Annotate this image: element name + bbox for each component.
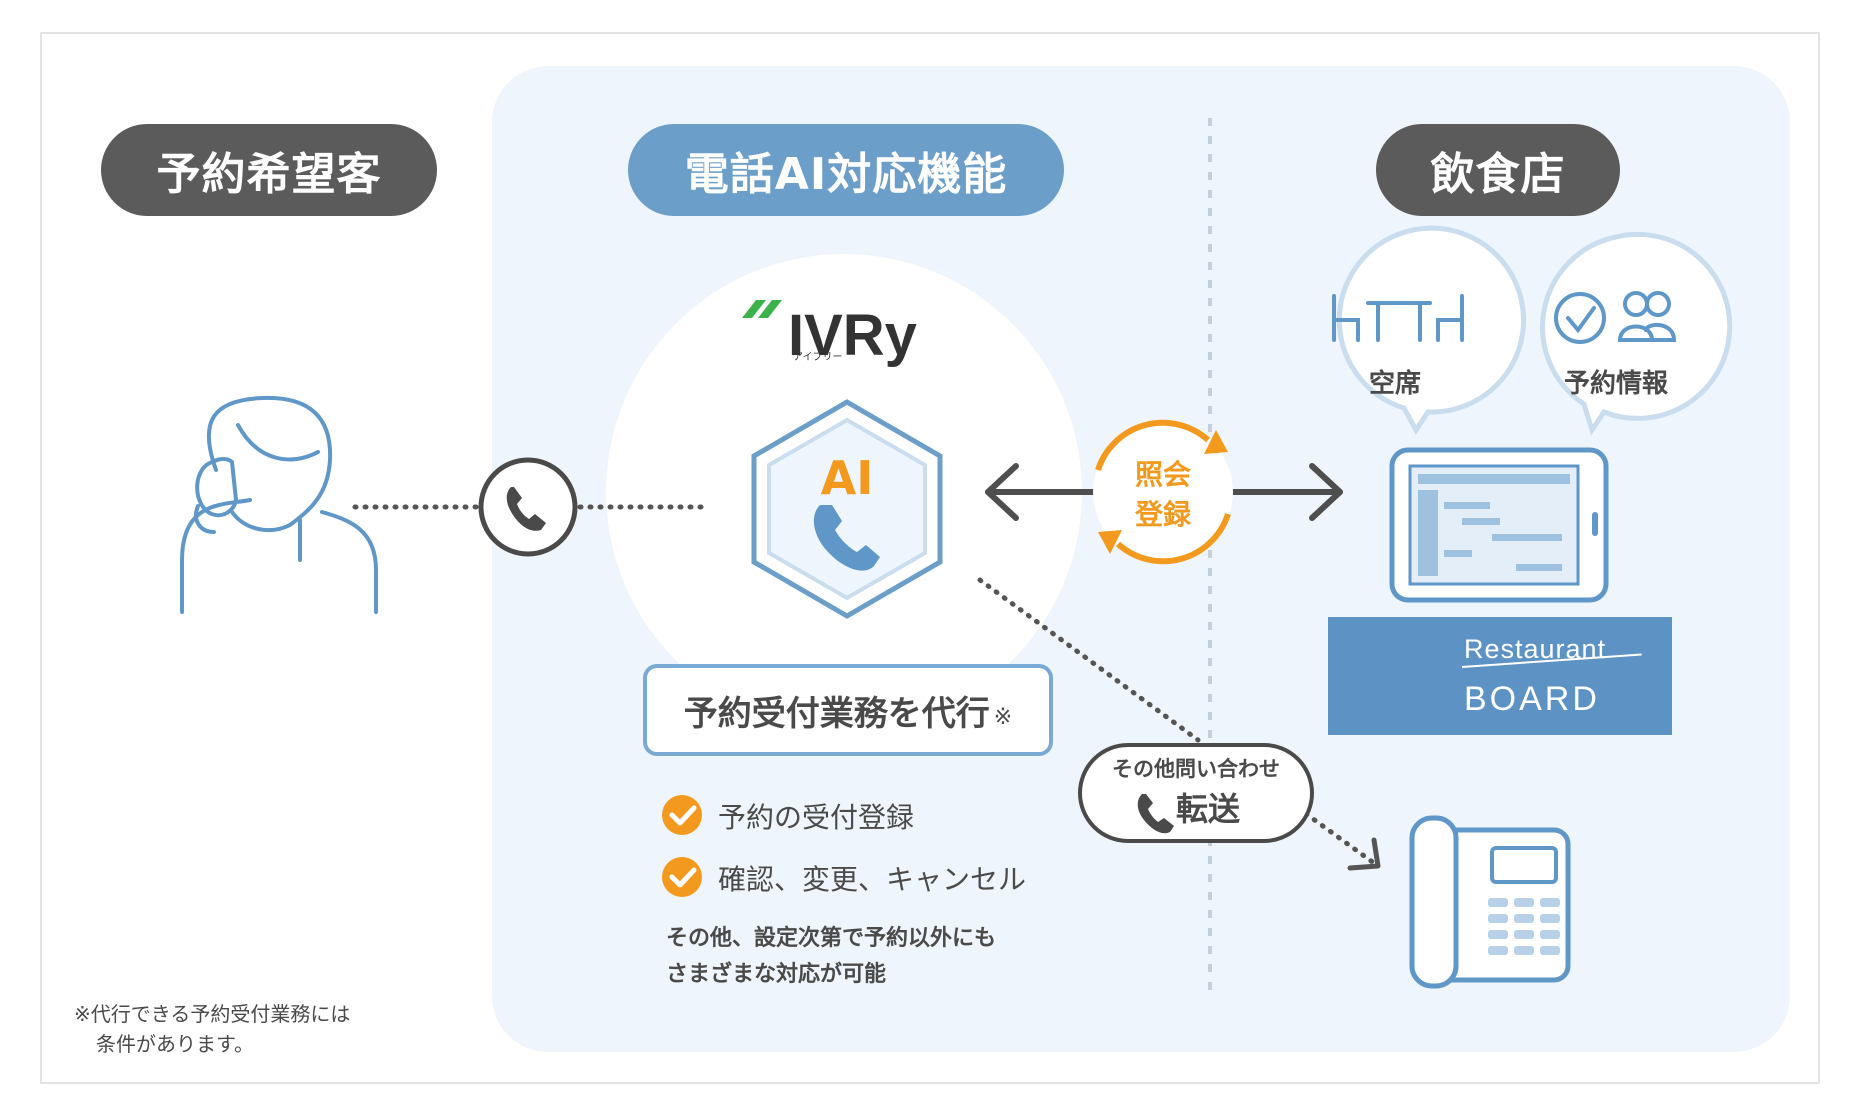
transfer-bubble <box>1078 743 1314 843</box>
other-text-line1: その他、設定次第で予約以外にも <box>666 926 997 951</box>
ivry-logo-kana: アイブリー <box>793 350 843 363</box>
transfer-big-label: 転送 <box>1176 790 1240 828</box>
table-icon <box>1332 294 1464 342</box>
restaurant-board-line2: BOARD <box>1464 680 1600 718</box>
footnote-line1: ※代行できる予約受付業務には <box>74 1002 351 1026</box>
bubble-vacancy-label: 空席 <box>1369 368 1421 399</box>
footnote-line2: 条件があります。 <box>96 1032 254 1056</box>
bubble-reservation-label: 予約情報 <box>1564 368 1669 399</box>
check-icon <box>662 857 702 897</box>
desk-phone-icon <box>1409 815 1571 989</box>
ai-feature-header: 電話AI対応機能 <box>628 124 1064 216</box>
bubble-reservation-info <box>1540 231 1733 436</box>
transfer-arrow <box>977 577 1381 871</box>
person-on-phone-icon <box>180 395 378 614</box>
ai-badge-text: AI <box>821 451 874 505</box>
people-icon <box>1617 291 1677 342</box>
ivry-logo-mark <box>742 300 782 318</box>
task-title: 予約受付業務を代行 <box>683 693 990 734</box>
other-text-line2: さまざまな対応が可能 <box>666 962 887 987</box>
restaurant-board-line1: Restaurant <box>1464 634 1607 664</box>
sync-refresh-icon <box>1093 419 1233 565</box>
transfer-small-label: その他問い合わせ <box>1112 757 1280 781</box>
task-note-mark: ※ <box>993 704 1013 730</box>
restaurant-board-banner <box>1328 617 1672 735</box>
check-icon <box>662 795 702 835</box>
check-item-modify: 確認、変更、キャンセル <box>718 863 1027 896</box>
task-box: 予約受付業務を代行※ <box>643 664 1053 756</box>
tablet-icon <box>1389 447 1609 603</box>
ivry-logo-text: IVRy <box>788 303 917 368</box>
phone-circle-icon <box>478 457 578 557</box>
bubble-vacancy <box>1336 225 1527 435</box>
customer-header: 予約希望客 <box>101 124 437 216</box>
sync-label-inquiry: 照会 <box>1135 458 1191 491</box>
ai-hexagon-icon <box>751 399 943 619</box>
sync-label-register: 登録 <box>1134 498 1192 531</box>
restaurant-header: 飲食店 <box>1376 124 1620 216</box>
check-item-register: 予約の受付登録 <box>718 801 915 834</box>
transfer-phone-icon <box>1137 794 1174 834</box>
clock-icon <box>1554 292 1606 344</box>
